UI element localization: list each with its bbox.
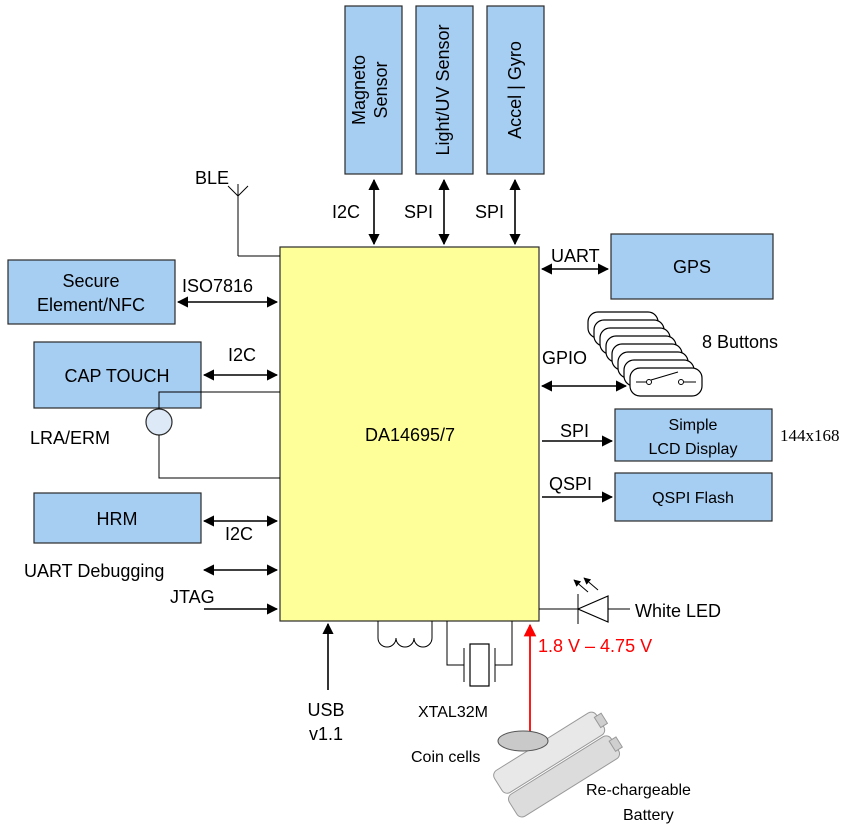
lra-label: LRA/ERM xyxy=(30,428,110,448)
lcd-resolution-label: 144x168 xyxy=(780,426,840,445)
battery-label-line1: Re-chargeable xyxy=(586,782,691,799)
magneto-label-line2: Sensor xyxy=(371,61,391,118)
lcd-bus-label: SPI xyxy=(560,421,589,441)
lcd-display-block xyxy=(614,408,773,462)
coin-cell-icon xyxy=(497,730,549,752)
secure-bus-label: ISO7816 xyxy=(182,276,253,296)
lcd-label-line1: Simple xyxy=(669,417,718,434)
secure-label-line1: Secure xyxy=(62,271,119,291)
hrm-bus-label: I2C xyxy=(225,524,253,544)
buttons-label: 8 Buttons xyxy=(702,332,778,352)
lra-motor-icon xyxy=(145,408,173,436)
hrm-label: HRM xyxy=(97,509,138,529)
magneto-bus-label: I2C xyxy=(332,202,360,222)
gps-block xyxy=(610,233,774,300)
usb-label-line2: v1.1 xyxy=(309,724,343,744)
battery-label-line2: Battery xyxy=(623,807,674,824)
jtag-label: JTAG xyxy=(170,587,215,607)
magneto-label-line1: Magneto xyxy=(349,55,369,125)
gps-bus-label: UART xyxy=(551,246,600,266)
light-bus-label: SPI xyxy=(404,202,433,222)
ble-label: BLE xyxy=(195,168,229,188)
qspi-bus-label: QSPI xyxy=(549,474,592,494)
qspi-flash-block xyxy=(614,472,773,522)
xtal-label: XTAL32M xyxy=(418,704,488,721)
chip-block xyxy=(279,246,540,622)
accel-gyro-block: Accel | Gyro xyxy=(486,5,545,175)
secure-label-line2: Element/NFC xyxy=(37,295,145,315)
qspi-flash-label: QSPI Flash xyxy=(652,490,734,507)
ble-antenna-icon xyxy=(227,184,280,257)
crystal-icon xyxy=(446,621,513,687)
voltage-label: 1.8 V – 4.75 V xyxy=(538,636,652,656)
inductor-icon xyxy=(377,621,433,648)
lcd-label-line2: LCD Display xyxy=(649,441,738,458)
accel-bus-label: SPI xyxy=(475,202,504,222)
gps-label: GPS xyxy=(673,257,711,277)
light-sensor-block: Light/UV Sensor xyxy=(415,5,474,175)
white-led-label: White LED xyxy=(635,601,721,621)
buttons-bus-label: GPIO xyxy=(542,348,587,368)
light-sensor-label: Light/UV Sensor xyxy=(433,24,453,155)
accel-gyro-label: Accel | Gyro xyxy=(505,41,525,139)
cap-touch-bus-label: I2C xyxy=(228,345,256,365)
cap-touch-label: CAP TOUCH xyxy=(64,366,169,386)
lra-wire-top xyxy=(158,391,280,409)
usb-label-line1: USB xyxy=(307,700,344,720)
magneto-sensor-block: Magneto Sensor xyxy=(344,5,403,175)
cap-touch-block xyxy=(33,341,202,409)
hrm-block xyxy=(33,492,202,544)
chip-label: DA14695/7 xyxy=(365,425,455,445)
secure-element-block xyxy=(7,259,176,325)
white-led-icon xyxy=(539,577,630,624)
coin-cells-label: Coin cells xyxy=(411,749,480,766)
uart-debug-label: UART Debugging xyxy=(24,561,164,581)
buttons-icon xyxy=(587,311,703,397)
battery-icon xyxy=(493,711,624,818)
lra-wire-bottom xyxy=(158,435,280,479)
